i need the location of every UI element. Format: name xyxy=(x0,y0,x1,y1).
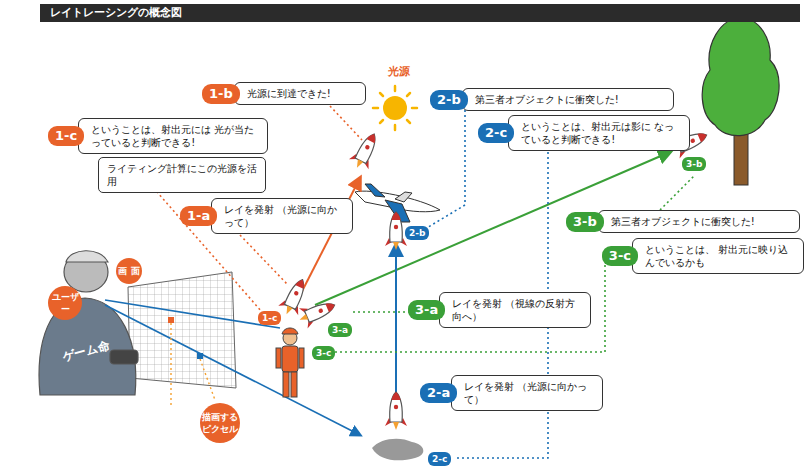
callout-number: 3-b xyxy=(566,212,604,232)
drawing-part xyxy=(299,348,304,368)
callout-text: ライティング計算にこの光源を活用 xyxy=(98,157,266,193)
leader-3c xyxy=(335,260,650,352)
callout-text: レイを発射 （視線の反射方向へ） xyxy=(439,292,591,328)
drawing-part xyxy=(282,328,298,334)
callout-number: 2-b xyxy=(405,226,429,240)
callout-box: 2-b第三者オブジェクトに衝突した! xyxy=(430,88,674,111)
callout-box: 3-cということは、 射出元に映り込んでいるかも xyxy=(602,238,804,274)
callout-box: 3-b第三者オブジェクトに衝突した! xyxy=(566,210,800,233)
callout-number: 3-a xyxy=(328,323,352,337)
drawing-part xyxy=(276,348,281,368)
drawing-part xyxy=(383,96,407,120)
drawing-part xyxy=(734,130,748,185)
screen xyxy=(128,272,236,388)
drawing-part xyxy=(291,372,297,397)
light-source-label: 光源 xyxy=(388,66,410,78)
drawing-part xyxy=(394,86,397,91)
drawing-part xyxy=(395,192,412,202)
ray-2 xyxy=(395,245,397,398)
leader-1a xyxy=(240,235,288,285)
callout-box: ライティング計算にこの光源を活用 xyxy=(98,157,266,193)
callout-text: ということは、 射出元に映り込んでいるかも xyxy=(632,238,804,274)
drawing-part xyxy=(200,359,215,400)
drawing-part xyxy=(385,392,407,430)
callout-box: 2-aレイを発射 （光源に向かって） xyxy=(420,375,603,411)
sun xyxy=(373,86,417,130)
callout-number: 3-b xyxy=(682,157,706,171)
callout-box: 1-b光源に到達できた! xyxy=(202,82,366,105)
callout-number: 2-a xyxy=(420,383,457,403)
leader-1b xyxy=(330,106,362,140)
shadow xyxy=(372,439,423,461)
part-label: 描画する ピクセル xyxy=(200,403,240,443)
tree xyxy=(702,18,779,185)
drawing-part xyxy=(128,272,236,388)
drawing-part xyxy=(283,372,289,397)
callout-number: 1-c xyxy=(258,311,281,325)
drawing-part xyxy=(702,18,779,136)
callout-number: 2-b xyxy=(430,90,468,110)
character xyxy=(276,328,304,397)
drawing-part xyxy=(66,251,108,262)
callout-number: 1-a xyxy=(180,206,217,226)
drawing-part xyxy=(170,323,171,405)
callout-number: 3-c xyxy=(602,246,638,266)
drawing-part xyxy=(282,346,298,372)
callout-text: ということは、射出元は影に なっていると判断できる! xyxy=(508,115,690,151)
drawing-part xyxy=(373,107,378,110)
callout-number: 2-c xyxy=(428,452,451,466)
callout-text: レイを発射 （光源に向かって） xyxy=(211,198,353,234)
drawing-part xyxy=(380,93,383,96)
part-label: ユーザー xyxy=(48,286,82,320)
callout-text: ということは、射出元には 光が当たっていると判断できる! xyxy=(78,118,268,154)
drawing-part xyxy=(110,350,138,364)
callout-number: 2-c xyxy=(478,123,514,143)
callout-box: 2-cということは、射出元は影に なっていると判断できる! xyxy=(478,115,690,151)
drawing-part xyxy=(394,125,397,130)
callout-number: 1-b xyxy=(202,84,240,104)
callout-number: 1-c xyxy=(48,126,84,146)
drawing-part xyxy=(380,120,383,123)
drawing-part xyxy=(365,184,385,197)
drawing-part xyxy=(347,129,384,173)
callout-number: 3-c xyxy=(312,346,335,360)
callout-text: レイを発射 （光源に向かって） xyxy=(451,375,603,411)
leader-2b xyxy=(420,110,465,232)
part-label: 画 面 xyxy=(116,258,142,284)
drawing-part xyxy=(412,107,417,110)
drawing-part xyxy=(407,120,410,123)
drawing-part xyxy=(373,86,417,130)
callout-text: 光源に到達できた! xyxy=(234,82,366,105)
pixel-leaders xyxy=(171,323,215,405)
drawing-part xyxy=(105,300,280,328)
callout-text: 第三者オブジェクトに衝突した! xyxy=(462,88,674,111)
leader-3a xyxy=(352,311,410,313)
callout-text: 第三者オブジェクトに衝突した! xyxy=(598,210,800,233)
callout-box: 3-aレイを発射 （視線の反射方向へ） xyxy=(408,292,591,328)
drawing-part xyxy=(407,93,410,96)
drawing-part xyxy=(168,317,174,323)
callout-box: 1-aレイを発射 （光源に向かって） xyxy=(180,198,353,234)
callout-box: 1-cということは、射出元には 光が当たっていると判断できる! xyxy=(48,118,268,154)
callout-number: 3-a xyxy=(408,300,445,320)
leader-3b xyxy=(660,175,695,210)
drawing-part xyxy=(385,212,407,250)
title-bar: レイトレーシングの概念図 xyxy=(40,4,800,22)
